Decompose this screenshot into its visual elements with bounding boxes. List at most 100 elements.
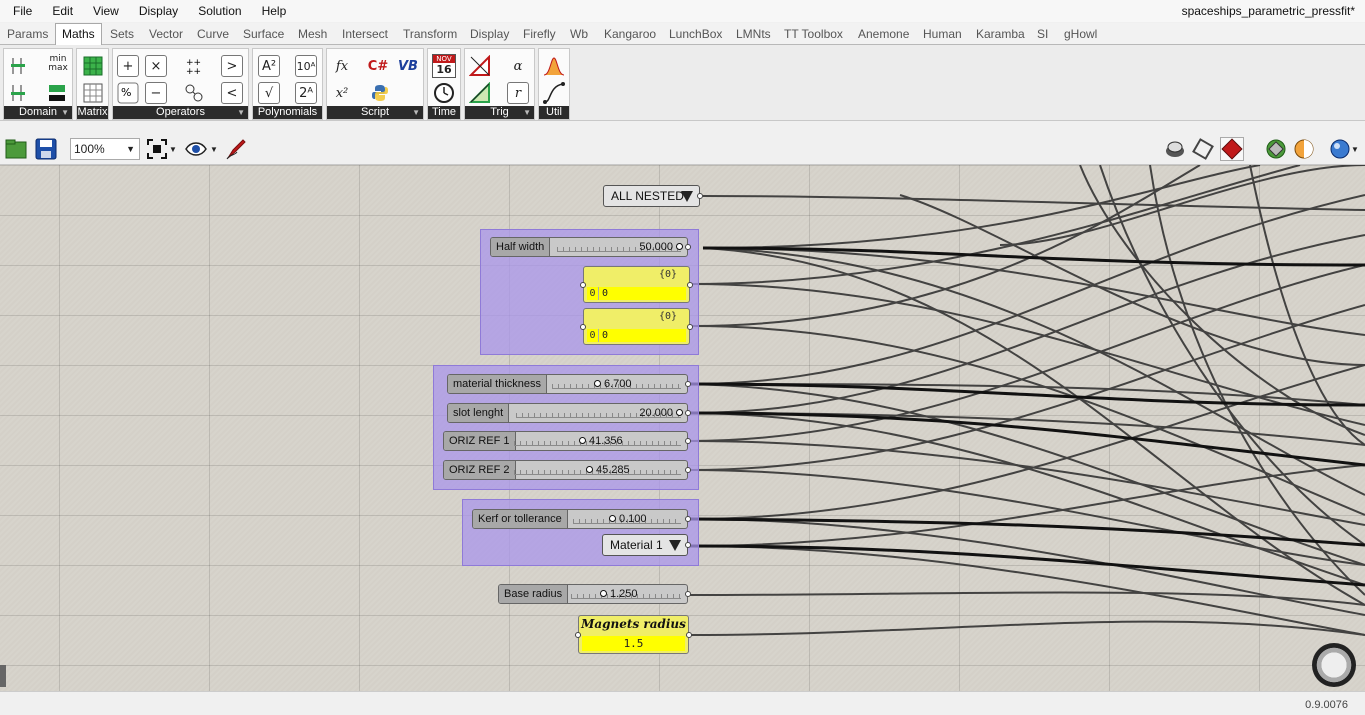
tab-curve[interactable]: Curve <box>197 27 230 41</box>
tab-ghowl[interactable]: gHowl <box>1064 27 1098 41</box>
input-grip[interactable] <box>580 323 586 330</box>
slider-half-width[interactable]: Half width 50.000 <box>490 237 691 257</box>
output-grip[interactable] <box>687 281 693 288</box>
tab-maths[interactable]: Maths <box>55 23 102 46</box>
calendar-icon[interactable]: NOV 16 <box>432 54 456 78</box>
group-expand-icon[interactable]: ▼ <box>237 108 245 117</box>
subtraction-icon[interactable]: − <box>145 82 167 104</box>
slider-knob[interactable] <box>609 514 616 522</box>
mass-addition-icon[interactable]: ++++ <box>183 55 205 77</box>
output-grip[interactable] <box>685 410 691 416</box>
tab-tt-toolbox[interactable]: TT Toolbox <box>784 27 843 41</box>
save-file-icon[interactable] <box>34 137 58 161</box>
input-grip[interactable] <box>580 281 586 288</box>
tab-firefly[interactable]: Firefly <box>523 27 556 41</box>
power-of-ten-icon[interactable]: 10ᴬ <box>295 55 317 77</box>
tab-lmnts[interactable]: LMNts <box>736 27 771 41</box>
slider-kerf[interactable]: Kerf or tollerance 0.100 <box>472 509 691 529</box>
domain-construct-icon[interactable] <box>8 55 30 77</box>
sketch-pen-icon[interactable] <box>224 137 248 161</box>
slider-track[interactable] <box>514 436 681 446</box>
smaller-than-icon[interactable]: < <box>221 82 243 104</box>
expression-icon[interactable]: fx <box>335 58 349 74</box>
slider-slot-length[interactable]: slot lenght 20.000 <box>447 403 691 423</box>
slider-track[interactable] <box>516 408 681 418</box>
slider-track[interactable] <box>557 242 681 252</box>
slider-knob[interactable] <box>600 589 607 597</box>
menu-help[interactable]: Help <box>261 4 287 18</box>
tab-karamba[interactable]: Karamba <box>976 27 1025 41</box>
addition-icon[interactable]: + <box>117 55 139 77</box>
tab-params[interactable]: Params <box>7 27 49 41</box>
slider-knob[interactable] <box>586 465 593 473</box>
chevron-down-icon[interactable]: ▼ <box>1351 144 1359 154</box>
panel-magnets-radius[interactable]: Magnets radius 1.5 <box>575 615 692 654</box>
group-expand-icon[interactable]: ▼ <box>61 108 69 117</box>
tab-anemone[interactable]: Anemone <box>858 27 910 41</box>
tab-transform[interactable]: Transform <box>403 27 458 41</box>
output-grip[interactable] <box>697 193 703 199</box>
python-script-icon[interactable] <box>369 82 391 104</box>
zoom-extents-icon[interactable] <box>145 137 169 161</box>
open-file-icon[interactable] <box>4 137 28 161</box>
menu-file[interactable]: File <box>13 4 33 18</box>
power-of-two-icon[interactable]: A² <box>258 55 280 77</box>
division-icon[interactable]: % <box>117 82 139 104</box>
output-grip[interactable] <box>685 542 691 548</box>
domain-remap-icon[interactable] <box>46 82 68 104</box>
power-of-two-base-icon[interactable]: 2ᴬ <box>295 82 317 104</box>
slider-base-radius[interactable]: Base radius 1.250 <box>498 584 691 604</box>
tab-mesh[interactable]: Mesh <box>298 27 328 41</box>
slider-oriz-ref-1[interactable]: ORIZ REF 1 41.356 <box>443 431 691 451</box>
tab-intersect[interactable]: Intersect <box>342 27 389 41</box>
vb-script-icon[interactable]: VB <box>398 58 418 74</box>
slider-oriz-ref-2[interactable]: ORIZ REF 2 45.285 <box>443 460 691 480</box>
value-list-all-nested[interactable]: ALL NESTED <box>603 185 703 207</box>
slider-track[interactable] <box>571 589 681 599</box>
slider-track[interactable] <box>573 514 681 524</box>
slider-material-thickness[interactable]: material thickness 6.700 <box>447 374 691 394</box>
output-grip[interactable] <box>687 323 693 330</box>
output-grip[interactable] <box>685 381 691 387</box>
output-grip[interactable] <box>685 591 691 597</box>
slider-knob[interactable] <box>579 436 586 444</box>
cosine-triangle-icon[interactable] <box>469 82 491 104</box>
slider-track[interactable] <box>552 379 681 389</box>
tab-wb[interactable]: Wb <box>570 27 588 41</box>
output-grip[interactable] <box>686 631 692 638</box>
output-grip[interactable] <box>685 516 691 522</box>
chevron-down-icon[interactable]: ▼ <box>210 144 218 154</box>
canvas-scroll-marker[interactable] <box>0 665 6 687</box>
csharp-script-icon[interactable]: C# <box>367 58 389 74</box>
input-grip[interactable] <box>575 631 581 638</box>
tab-kangaroo[interactable]: Kangaroo <box>604 27 657 41</box>
evaluate-icon[interactable]: x² <box>335 85 349 101</box>
group-expand-icon[interactable]: ▼ <box>412 108 420 117</box>
larger-than-icon[interactable]: > <box>221 55 243 77</box>
menu-solution[interactable]: Solution <box>198 4 242 18</box>
output-grip[interactable] <box>685 438 691 444</box>
tab-sets[interactable]: Sets <box>110 27 135 41</box>
document-preview-icon[interactable] <box>1328 137 1352 161</box>
multiplication-icon[interactable]: × <box>145 55 167 77</box>
menu-display[interactable]: Display <box>138 4 179 18</box>
tab-surface[interactable]: Surface <box>243 27 285 41</box>
preview-shaded-icon[interactable] <box>1163 137 1187 161</box>
sine-triangle-icon[interactable] <box>469 55 491 77</box>
matrix-construct-icon[interactable] <box>82 55 104 77</box>
value-list-material[interactable]: Material 1 <box>602 534 691 556</box>
square-root-icon[interactable]: √ <box>258 82 280 104</box>
slider-knob[interactable] <box>594 379 601 387</box>
menu-view[interactable]: View <box>93 4 119 18</box>
tab-vector[interactable]: Vector <box>149 27 184 41</box>
bake-icon[interactable] <box>1264 137 1288 161</box>
slider-track[interactable] <box>514 465 681 475</box>
preview-eye-icon[interactable] <box>184 137 208 161</box>
chevron-down-icon[interactable]: ▼ <box>169 144 177 154</box>
clock-icon[interactable] <box>433 82 455 104</box>
tab-si[interactable]: SI <box>1037 27 1049 41</box>
navigation-dial-icon[interactable] <box>1312 643 1356 687</box>
domain-deconstruct-icon[interactable] <box>8 82 30 104</box>
